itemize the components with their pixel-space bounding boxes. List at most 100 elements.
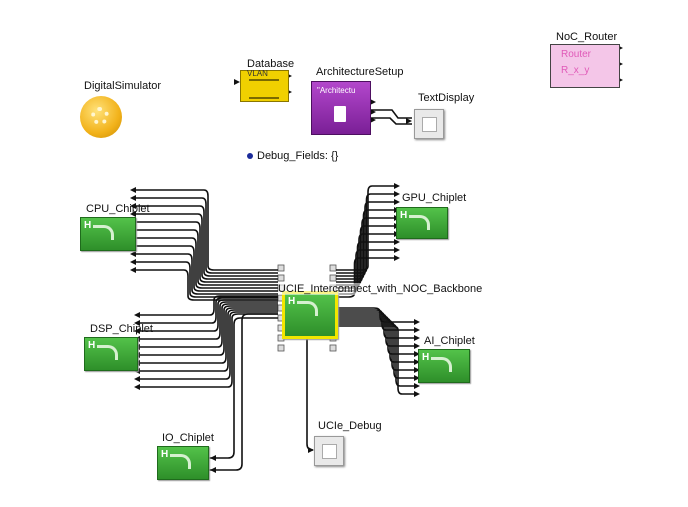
dsp-chiplet-label: DSP_Chiplet xyxy=(90,323,153,335)
interconnect-output-port[interactable] xyxy=(329,274,337,282)
table-icon xyxy=(249,79,279,99)
wire-arrow xyxy=(134,320,140,326)
wire-arrow xyxy=(394,247,400,253)
wire-arrow xyxy=(370,99,376,105)
h-icon: H xyxy=(288,296,296,307)
wire-arrow xyxy=(414,335,420,341)
noc-router-label: NoC_Router xyxy=(556,31,618,43)
ai-wire xyxy=(336,325,414,395)
curl-icon xyxy=(431,357,452,372)
interconnect-output-port[interactable] xyxy=(329,344,337,352)
curl-icon xyxy=(297,301,318,316)
wire-arrow xyxy=(134,312,140,318)
ai-chiplet-block[interactable]: H xyxy=(418,349,470,383)
wire-arrow xyxy=(394,199,400,205)
dsp-chiplet-block[interactable]: H xyxy=(84,337,138,371)
wire-arrow xyxy=(134,376,140,382)
wire-arrow xyxy=(308,447,314,453)
io-wire xyxy=(207,317,278,459)
dsp-wire xyxy=(140,301,278,340)
document-icon xyxy=(334,106,346,122)
database-inner-label: VLAN xyxy=(247,69,268,78)
cpu-wire xyxy=(136,269,278,301)
architecture-setup-block[interactable]: "Architectu xyxy=(311,81,371,135)
ucie-debug-label: UCIe_Debug xyxy=(318,420,382,432)
text-display-block[interactable] xyxy=(414,109,444,139)
curl-icon xyxy=(93,225,114,240)
wire-arrow xyxy=(414,367,420,373)
wire-arrow xyxy=(414,359,420,365)
cpu-wire xyxy=(136,205,278,277)
interconnect-output-port[interactable] xyxy=(329,264,337,272)
debug-wire xyxy=(306,336,314,451)
h-icon: H xyxy=(84,220,92,231)
wire-arrow xyxy=(370,117,376,123)
wire-arrow xyxy=(130,203,136,209)
architecture-wire xyxy=(369,109,412,119)
wire-arrow xyxy=(130,267,136,273)
wire-arrow xyxy=(210,467,216,473)
interconnect-label: UCIE_Interconnect_with_NOC_Backbone xyxy=(278,283,483,295)
wire-arrow xyxy=(406,118,412,124)
wire-arrow xyxy=(414,327,420,333)
cpu-wire xyxy=(136,237,278,289)
noc-router-block[interactable]: Router R_x_y xyxy=(550,44,620,88)
gpu-chiplet-block[interactable]: H xyxy=(396,207,448,239)
gear-icon xyxy=(91,107,109,125)
ucie-debug-block[interactable] xyxy=(314,436,344,466)
dsp-wire xyxy=(140,297,278,324)
wire-arrow xyxy=(394,239,400,245)
router-inner-1: Router xyxy=(561,49,592,60)
interconnect-input-port[interactable] xyxy=(277,274,285,282)
wire-arrow xyxy=(414,391,420,397)
dsp-wire xyxy=(140,295,278,316)
digital-simulator-block[interactable] xyxy=(80,96,122,138)
database-block[interactable]: VLAN xyxy=(240,69,289,102)
wire-arrow xyxy=(134,368,140,374)
cpu-wire xyxy=(136,245,278,292)
interconnect-block[interactable]: H xyxy=(282,291,338,339)
digital-simulator-label: DigitalSimulator xyxy=(84,80,162,92)
parameter-bullet-icon xyxy=(247,153,253,159)
ai-chiplet-label: AI_Chiplet xyxy=(424,335,475,347)
wire-arrow xyxy=(130,187,136,193)
dsp-wire xyxy=(140,307,278,364)
debug-fields-param: Debug_Fields: {} xyxy=(247,150,338,162)
dsp-wire xyxy=(140,313,278,388)
cpu-wire xyxy=(136,197,278,274)
architecture-inner-label: "Architectu xyxy=(317,86,356,95)
wire-arrow xyxy=(210,455,216,461)
dsp-wire xyxy=(140,309,278,372)
wire-arrow xyxy=(414,351,420,357)
architecture-setup-label: ArchitectureSetup xyxy=(316,66,404,78)
wire-arrow xyxy=(394,255,400,261)
cpu-wire xyxy=(136,261,278,298)
curl-icon xyxy=(170,454,191,469)
interconnect-input-port[interactable] xyxy=(277,264,285,272)
curl-icon xyxy=(97,345,118,360)
wire-arrow xyxy=(234,79,240,85)
dsp-wire xyxy=(140,299,278,332)
io-chiplet-block[interactable]: H xyxy=(157,446,209,480)
text-display-label: TextDisplay xyxy=(418,92,475,104)
wire-arrow xyxy=(394,183,400,189)
cpu-wire xyxy=(136,229,278,286)
interconnect-input-port[interactable] xyxy=(277,344,285,352)
gpu-wire xyxy=(336,201,394,277)
io-chiplet-label: IO_Chiplet xyxy=(162,432,214,444)
wire-arrow xyxy=(130,259,136,265)
cpu-wire xyxy=(136,213,278,280)
router-inner-2: R_x_y xyxy=(561,65,590,76)
h-icon: H xyxy=(422,352,430,363)
wire-arrow xyxy=(394,191,400,197)
wire-arrow xyxy=(130,251,136,257)
wire-arrow xyxy=(130,195,136,201)
cpu-wire xyxy=(136,253,278,295)
cpu-wire xyxy=(136,189,278,271)
dsp-wire xyxy=(140,303,278,348)
gpu-wire xyxy=(336,257,394,298)
cpu-chiplet-block[interactable]: H xyxy=(80,217,136,251)
cpu-chiplet-label: CPU_Chiplet xyxy=(86,203,150,215)
h-icon: H xyxy=(400,210,408,221)
h-icon: H xyxy=(161,449,169,460)
